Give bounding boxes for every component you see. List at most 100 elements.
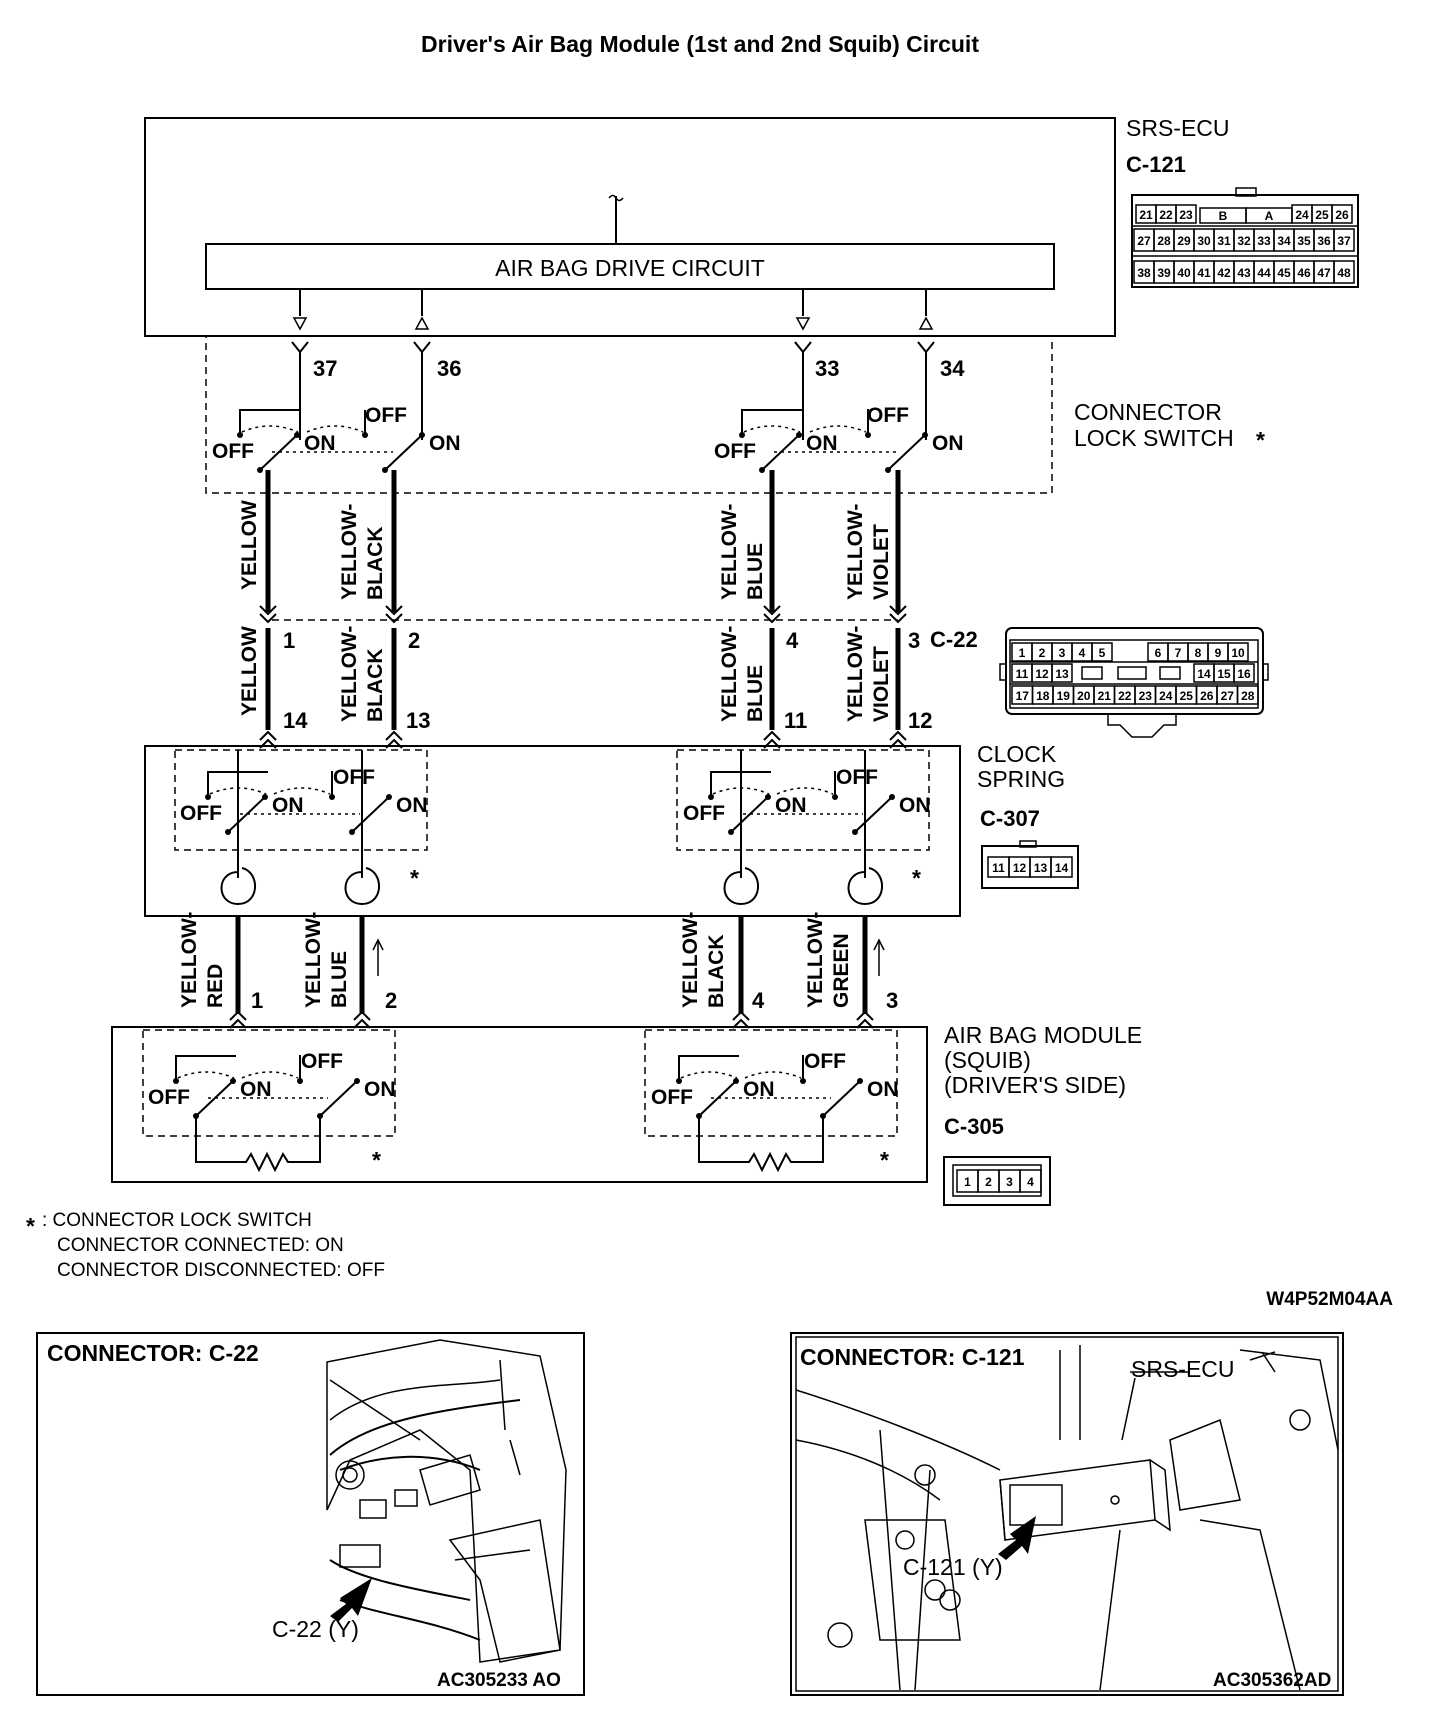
switch-on-label: ON xyxy=(364,1078,396,1101)
c121-cell-num: 40 xyxy=(1177,266,1191,280)
wire-color-yellow-blue-c22: YELLOW-BLUE xyxy=(718,626,767,722)
ecu-pin-37: 37 xyxy=(313,356,337,381)
squib-pin-chevron xyxy=(229,1010,247,1029)
wire-color-yellow-violet-upper: YELLOW-VIOLET xyxy=(844,504,893,600)
c22-cell-num: 8 xyxy=(1195,646,1202,660)
switch-on-label: ON xyxy=(932,432,964,455)
current-direction-arrow xyxy=(873,938,885,951)
c121-cell-num: 38 xyxy=(1137,266,1151,280)
clock-spring-coil xyxy=(847,867,883,906)
c22-panel-code: AC305233 AO xyxy=(437,1670,561,1691)
air-bag-module-block xyxy=(111,1026,928,1183)
c121-cell-num: 28 xyxy=(1157,234,1171,248)
c22-cell-num: 27 xyxy=(1221,689,1235,703)
c22-cell-num: 12 xyxy=(1035,667,1049,681)
svg-text:BLACK: BLACK xyxy=(364,649,387,723)
clock-spring-star-2: * xyxy=(912,865,921,891)
c121-cell-num: 23 xyxy=(1179,208,1193,222)
c121-cell-num: 24 xyxy=(1295,208,1309,222)
c121-panel-code: AC305362AD xyxy=(1213,1670,1331,1691)
c22-cell xyxy=(1227,642,1249,662)
switch-on-label: ON xyxy=(272,794,304,817)
svg-text:YELLOW-: YELLOW- xyxy=(804,912,827,1008)
srs-ecu-label: SRS-ECU xyxy=(1126,115,1230,141)
svg-text:YELLOW-: YELLOW- xyxy=(718,504,741,600)
c121-cell-num: 48 xyxy=(1337,266,1351,280)
c121-cell xyxy=(1175,204,1197,224)
air-bag-drive-circuit-label: AIR BAG DRIVE CIRCUIT xyxy=(495,255,765,281)
c121-cell-num: 36 xyxy=(1317,234,1331,248)
switch-off-label: OFF xyxy=(804,1050,846,1073)
svg-text:YELLOW-: YELLOW- xyxy=(844,626,867,722)
svg-text:YELLOW-: YELLOW- xyxy=(338,504,361,600)
c22-cell-num: 6 xyxy=(1155,646,1162,660)
c121-cell-num: 45 xyxy=(1277,266,1291,280)
c305-cell-num: 3 xyxy=(1006,1175,1013,1189)
squib-label-2: (SQUIB) xyxy=(944,1047,1031,1073)
clock-spring-pin-chevron xyxy=(763,730,781,749)
wire-color-yellow-black-c22: YELLOW-BLACK xyxy=(338,626,387,722)
wire-color-yellow-green: YELLOW-GREEN xyxy=(804,912,853,1008)
svg-text:VIOLET: VIOLET xyxy=(870,524,893,600)
switch-on-label: ON xyxy=(429,432,461,455)
c22-cell xyxy=(1236,685,1259,705)
clock-spring-coil xyxy=(220,867,256,906)
switch-on-label: ON xyxy=(806,432,838,455)
svg-text:BLACK: BLACK xyxy=(705,935,728,1009)
wire-color-yellow-blue-lower: YELLOW-BLUE xyxy=(302,912,351,1008)
c22-cell-num: 5 xyxy=(1099,646,1106,660)
ecu-pin-fork xyxy=(291,341,309,440)
c22-cell-num: 28 xyxy=(1241,689,1255,703)
c307-cell xyxy=(1050,856,1073,878)
switch-off-label: OFF xyxy=(212,440,254,463)
srs-ecu-block: AIR BAG DRIVE CIRCUIT xyxy=(144,117,1116,337)
c22-cell-num: 23 xyxy=(1139,689,1153,703)
c305-label: C-305 xyxy=(944,1114,1004,1139)
c121-cell-num: 30 xyxy=(1197,234,1211,248)
svg-text:RED: RED xyxy=(204,964,227,1008)
c22-cell-num: 9 xyxy=(1215,646,1222,660)
c121-cell-num: 37 xyxy=(1337,234,1351,248)
c22-pin-number: 1 xyxy=(283,628,295,653)
c121-location-panel: CONNECTOR: C-121 SRS-E xyxy=(790,1332,1344,1696)
squib-igniter-resistor xyxy=(698,1116,824,1173)
c121-cell-num: 31 xyxy=(1217,234,1231,248)
c22-panel-title: CONNECTOR: C-22 xyxy=(47,1340,259,1366)
c22-cell-num: 7 xyxy=(1175,646,1182,660)
c307-cell-num: 12 xyxy=(1013,861,1027,875)
c121-cell-num: 25 xyxy=(1315,208,1329,222)
c121-cell-num: 22 xyxy=(1159,208,1173,222)
switch-off-label: OFF xyxy=(365,404,407,427)
svg-text:BLUE: BLUE xyxy=(328,951,351,1008)
switch-off-label: OFF xyxy=(180,802,222,825)
svg-text:YELLOW-: YELLOW- xyxy=(302,912,325,1008)
c121-label: C-121 xyxy=(1126,152,1186,177)
svg-text:YELLOW-: YELLOW- xyxy=(679,912,702,1008)
c22-pin-chevron xyxy=(889,605,907,624)
c307-cell-num: 11 xyxy=(992,861,1005,875)
squib-pin-chevron xyxy=(732,1010,750,1029)
c22-cell-num: 13 xyxy=(1055,667,1069,681)
svg-text:BLUE: BLUE xyxy=(744,665,767,722)
c121-cell-a: A xyxy=(1265,209,1274,223)
legend-line-3: CONNECTOR DISCONNECTED: OFF xyxy=(57,1260,385,1281)
svg-text:YELLOW: YELLOW xyxy=(238,626,261,716)
c121-cell-b: B xyxy=(1219,209,1228,223)
switch-on-label: ON xyxy=(899,794,931,817)
c121-cell-num: 32 xyxy=(1237,234,1251,248)
c307-connector-face xyxy=(981,840,1079,889)
c22-pin-number: 13 xyxy=(406,708,430,733)
squib-label-3: (DRIVER'S SIDE) xyxy=(944,1072,1126,1098)
figure-code: W4P52M04AA xyxy=(1266,1289,1393,1310)
c22-cell-num: 21 xyxy=(1098,689,1112,703)
squib-pin-number: 3 xyxy=(886,988,898,1013)
squib-label-1: AIR BAG MODULE xyxy=(944,1022,1142,1048)
c305-cell xyxy=(1019,1169,1042,1193)
ecu-pin-fork xyxy=(917,341,935,440)
c305-cell-num: 4 xyxy=(1027,1175,1034,1189)
c22-cell-num: 16 xyxy=(1237,667,1251,681)
